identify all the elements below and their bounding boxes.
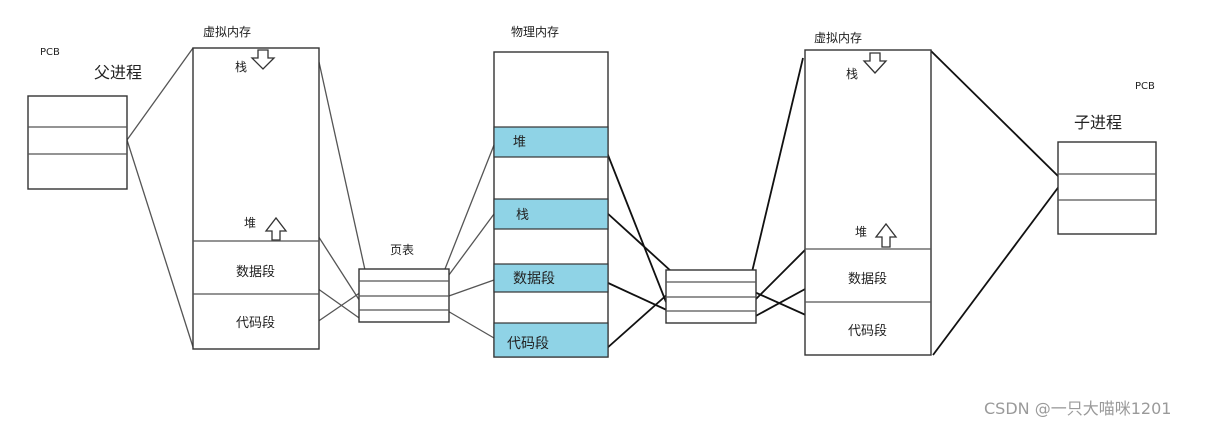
parent-vm-box xyxy=(192,47,320,350)
parent-vm-code-label: 代码段 xyxy=(236,316,275,331)
child-process-label: 子进程 xyxy=(1074,113,1122,132)
physical-stack-label: 栈 xyxy=(516,208,529,223)
child-vm-data-label: 数据段 xyxy=(848,272,887,287)
parent-pcb-label: PCB xyxy=(40,47,60,58)
down-arrow-icon xyxy=(250,49,276,70)
physical-code-label: 代码段 xyxy=(507,336,549,352)
parent-vm-stack-label: 栈 xyxy=(235,59,247,74)
physical-memory: 物理内存 堆 栈 数据段 代码段 xyxy=(493,25,609,358)
parent-virtual-memory: 虚拟内存 栈 堆 数据段 代码段 xyxy=(192,25,320,350)
child-vm-to-pcb-lines xyxy=(929,49,1061,356)
watermark: CSDN @一只大喵咪1201 xyxy=(984,399,1171,418)
physical-memory-label: 物理内存 xyxy=(511,25,559,39)
up-arrow-icon xyxy=(874,222,898,248)
physical-to-child-pagetable-lines xyxy=(605,149,673,350)
parent-pcb-box xyxy=(27,95,128,190)
physical-heap-label: 堆 xyxy=(513,135,526,150)
parent-vm-label: 虚拟内存 xyxy=(203,25,251,39)
child-vm-box xyxy=(804,49,932,356)
child-pcb-label: PCB xyxy=(1135,81,1155,92)
parent-pcb: PCB 父进程 xyxy=(27,47,142,190)
physical-code-block xyxy=(493,322,609,358)
physical-heap-block xyxy=(493,126,609,158)
child-vm-heap-label: 堆 xyxy=(855,225,867,239)
child-virtual-memory: 虚拟内存 栈 堆 数据段 代码段 xyxy=(804,31,932,356)
parent-vm-data-label: 数据段 xyxy=(236,265,275,280)
parent-page-table: 页表 xyxy=(358,243,450,323)
child-pcb-box xyxy=(1057,141,1157,235)
child-pcb: PCB 子进程 xyxy=(1057,81,1157,235)
child-page-table xyxy=(665,269,757,324)
child-vm-code-label: 代码段 xyxy=(848,324,887,339)
up-arrow-icon xyxy=(264,216,288,241)
physical-data-label: 数据段 xyxy=(513,271,555,287)
parent-process-label: 父进程 xyxy=(94,63,142,82)
physical-stack-block xyxy=(493,198,609,230)
physical-data-block xyxy=(493,263,609,293)
child-vm-label: 虚拟内存 xyxy=(814,31,862,45)
pagetable-to-physical-lines xyxy=(442,144,495,339)
parent-pcb-to-vm-lines xyxy=(126,47,194,348)
down-arrow-icon xyxy=(862,52,888,74)
child-vm-stack-label: 栈 xyxy=(846,66,858,81)
parent-vm-heap-label: 堆 xyxy=(244,216,256,230)
page-table-label: 页表 xyxy=(390,243,414,257)
